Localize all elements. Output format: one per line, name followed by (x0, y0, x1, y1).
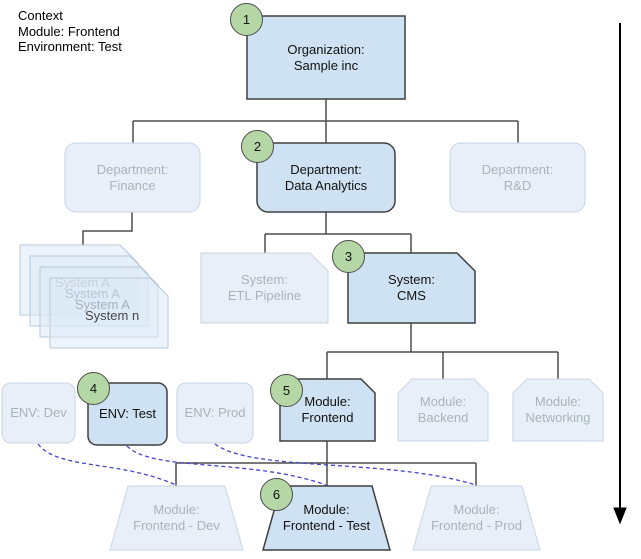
department-rd-node-shape (449, 142, 586, 213)
connector-analytics-systems (264, 212, 412, 253)
module-backend-node-shape (397, 378, 489, 442)
connector-cms-modules (326, 323, 559, 379)
tree-connectors (82, 99, 559, 486)
step-badge-1: 1 (230, 3, 263, 36)
system-stack-label-n: System n (85, 308, 140, 323)
step-badge-5: 5 (270, 374, 303, 407)
context-module: Module: Frontend (18, 23, 120, 39)
mapping-test-curve (126, 445, 327, 486)
system-stack-label-1: System A (55, 275, 110, 290)
deploy-dev-node-shape (109, 485, 244, 551)
department-data-analytics-node-shape (256, 142, 396, 213)
deploy-test-node-shape (262, 485, 391, 551)
system-stack-label-2: System A (65, 286, 120, 301)
system-stack-card-4 (49, 277, 169, 349)
organization-node-shape (246, 15, 406, 100)
context-annotation: Context Module: Frontend Environment: Te… (18, 8, 122, 55)
context-environment: Environment: Test (18, 39, 122, 54)
connector-finance-systems (82, 212, 133, 245)
mapping-prod-curve (214, 443, 477, 486)
module-networking-node-shape (512, 378, 604, 442)
system-etl-node-shape (200, 252, 329, 324)
context-title: Context (18, 8, 63, 23)
department-finance-node-shape (64, 142, 201, 213)
env-mapping-curves (37, 443, 477, 486)
connector-org-departments (132, 99, 519, 143)
system-cms-node-shape (347, 252, 476, 324)
downward-arrow (613, 23, 627, 525)
system-stack-shapes (19, 244, 169, 349)
step-badge-6: 6 (260, 478, 293, 511)
step-badge-2: 2 (241, 130, 274, 163)
env-prod-node-shape (176, 382, 254, 444)
step-badge-3: 3 (332, 240, 365, 273)
deploy-prod-node-shape (412, 485, 541, 551)
mapping-dev-curve (37, 443, 177, 486)
env-test-node-shape (87, 382, 168, 446)
step-badge-4: 4 (77, 372, 110, 405)
system-stack-label-3: System A (75, 297, 130, 312)
env-dev-node-shape (1, 382, 76, 444)
connector-frontend-deployments (175, 441, 477, 486)
